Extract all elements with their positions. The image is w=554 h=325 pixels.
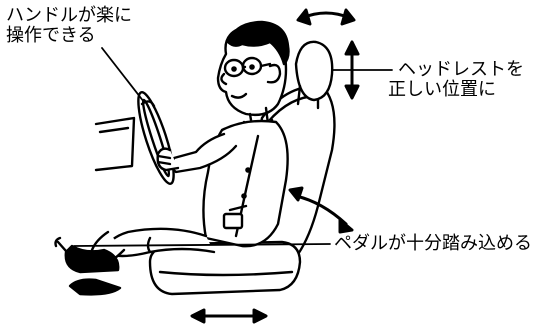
pedal-label-text: ペダルが十分踏み込める xyxy=(334,233,532,254)
leader-steering xyxy=(101,47,145,103)
seated-driver-illustration xyxy=(54,20,290,296)
double-arrow-icon xyxy=(190,8,360,324)
steering-label-line1: ハンドルが楽に xyxy=(6,5,132,26)
headrest-label-line1: ヘッドレストを xyxy=(398,59,524,80)
steering-label: ハンドルが楽に 操作できる xyxy=(6,6,132,46)
steering-label-line2: 操作できる xyxy=(6,25,96,46)
headrest-label-line2: 正しい位置に xyxy=(388,79,496,100)
headrest xyxy=(294,40,334,102)
pedal-label: ペダルが十分踏み込める xyxy=(334,234,532,254)
headrest-label: ヘッドレストを 正しい位置に xyxy=(388,59,524,100)
leader-pedal xyxy=(73,243,331,247)
steering-wheel xyxy=(94,91,175,185)
leader-lines xyxy=(73,47,393,247)
